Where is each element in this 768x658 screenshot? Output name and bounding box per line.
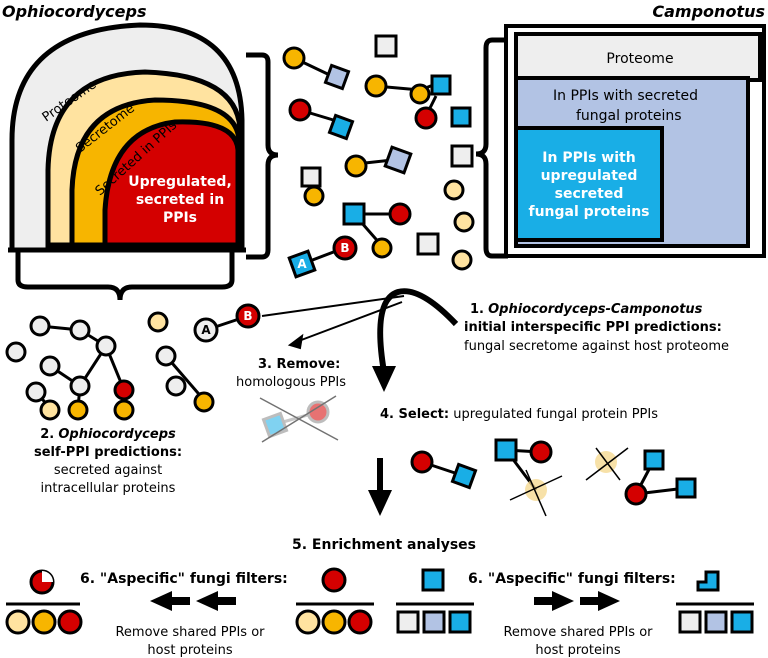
step3-text: 3. Remove: homologous PPIs (236, 357, 346, 390)
step6-left-desc1: Remove shared PPIs or (115, 625, 265, 640)
step6-right-title: 6. "Aspecific" fungi filters: (468, 571, 676, 587)
upregulated-line2: secreted in (136, 192, 224, 208)
svg-text:intracellular proteins: intracellular proteins (41, 481, 176, 496)
svg-text:1. Ophiocordyceps-Camponotus: 1. Ophiocordyceps-Camponotus (470, 302, 703, 317)
step5-title: 5. Enrichment analyses (292, 537, 476, 553)
step6-left-title: 6. "Aspecific" fungi filters: (80, 571, 288, 587)
dome-right-brace (246, 52, 279, 260)
ab-pair-a: A (201, 323, 211, 337)
left-result-group (5, 569, 83, 635)
fungus-title: Ophiocordyceps (2, 2, 146, 21)
host-upreg-line1: In PPIs with (542, 150, 635, 166)
host-proteome-boxes: Proteome In PPIs with secreted fungal pr… (475, 24, 766, 259)
dome-bottom-brace (15, 252, 235, 301)
step1-text: 1. Ophiocordyceps-Camponotus initial int… (464, 302, 729, 354)
upregulated-line3: PPIs (163, 210, 197, 226)
svg-text:3. Remove:: 3. Remove: (258, 357, 340, 372)
right-result-group (676, 570, 754, 634)
svg-text:self-PPI predictions:: self-PPI predictions: (34, 445, 182, 460)
node-b-label: B (340, 241, 349, 255)
right-filter-arrows (534, 591, 620, 611)
svg-text:2. Ophiocordyceps: 2. Ophiocordyceps (40, 427, 176, 442)
upregulated-line1: Upregulated, (128, 174, 232, 190)
host-proteome-label: Proteome (606, 51, 673, 67)
host-upreg-line4: fungal proteins (529, 204, 650, 220)
host-left-brace (475, 37, 508, 259)
self-ppi-network (5, 311, 215, 421)
host-upreg-line2: upregulated (541, 168, 638, 184)
node-a-label: A (297, 257, 307, 271)
step2-text: 2. Ophiocordyceps self-PPI predictions: … (34, 427, 182, 496)
svg-text:initial interspecific PPI pred: initial interspecific PPI predictions: (464, 320, 722, 335)
step6-right-desc1: Remove shared PPIs or (503, 625, 653, 640)
enrichment-host-set (396, 568, 474, 634)
flow-arrows (261, 288, 459, 392)
step6-right-desc2: host proteins (535, 643, 620, 658)
fungal-proteome-dome: Proteome Secretome Secreted in PPIs Upre… (8, 22, 246, 253)
removed-homolog-pair (259, 395, 339, 443)
left-filter-arrows (150, 591, 236, 611)
host-title: Camponotus (652, 2, 765, 21)
svg-text:secreted against: secreted against (54, 463, 162, 478)
step4-text: 4. Select: upregulated fungal protein PP… (380, 407, 658, 422)
host-inppi-line2: fungal proteins (576, 108, 682, 124)
ab-pair-b: B (243, 309, 252, 323)
arrow-to-enrichment (368, 458, 392, 516)
step6-left-desc2: host proteins (147, 643, 232, 658)
host-inppi-line1: In PPIs with secreted (553, 88, 698, 104)
selected-ppis (410, 438, 697, 517)
svg-text:homologous PPIs: homologous PPIs (236, 375, 346, 390)
host-upreg-line3: secreted (555, 186, 624, 202)
central-protein-cloud (282, 34, 475, 279)
enrichment-fungal-set (295, 567, 374, 635)
svg-text:4. Select: upregulated fungal: 4. Select: upregulated fungal protein PP… (380, 407, 658, 422)
ab-pair (193, 303, 261, 343)
svg-text:fungal secretome against host: fungal secretome against host proteome (464, 339, 729, 354)
